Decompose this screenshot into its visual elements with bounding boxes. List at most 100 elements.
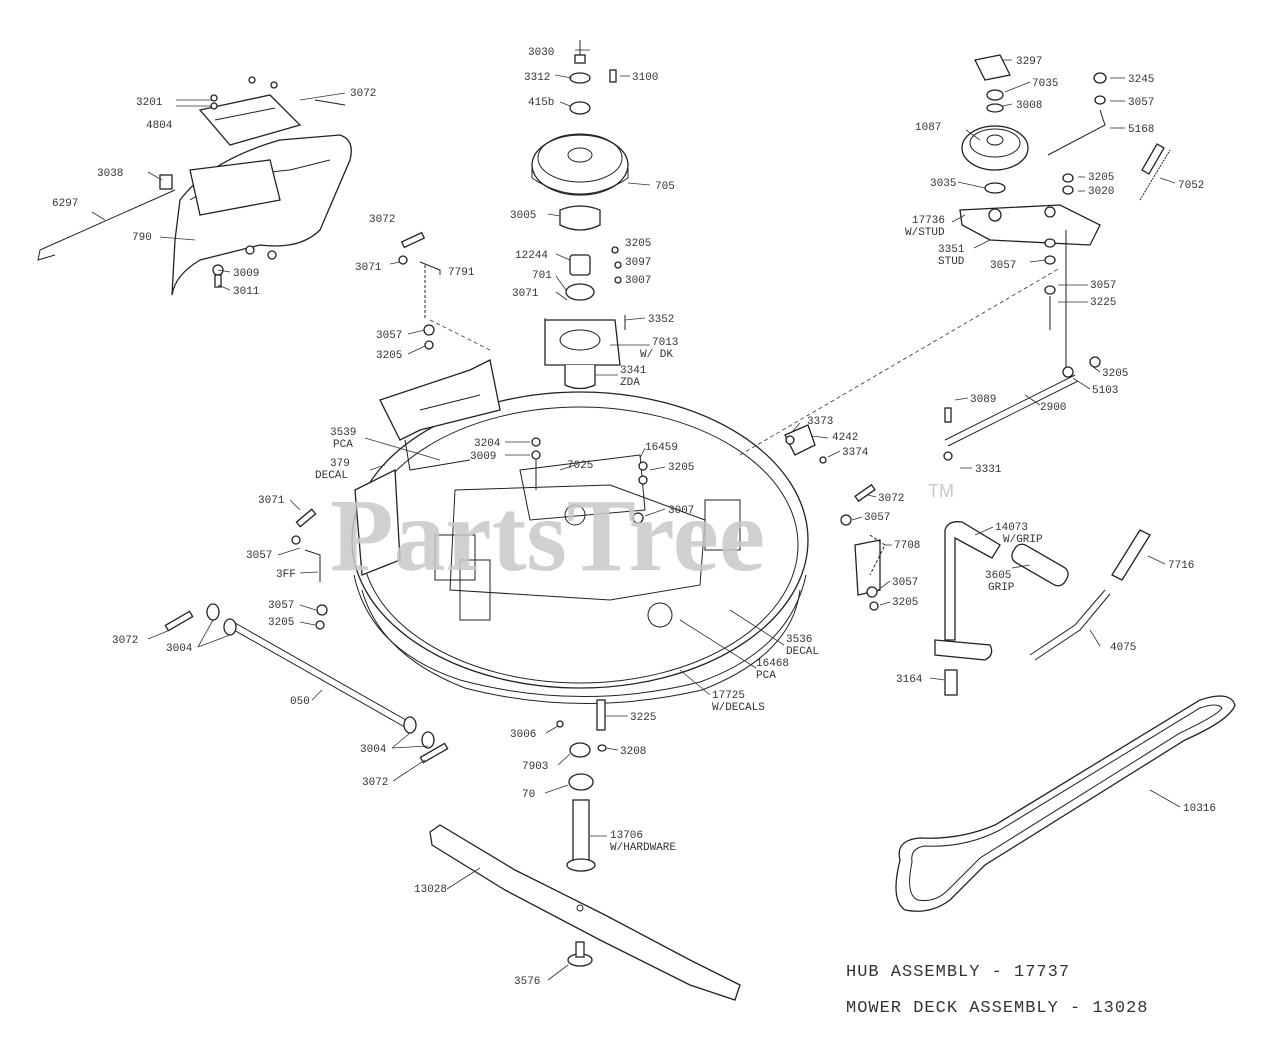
part-label: 705 (655, 181, 675, 193)
part-label: 3205 (1088, 172, 1114, 184)
part-label: 3057 (376, 330, 402, 342)
part-label: 1087 (915, 122, 941, 134)
part-label: 050 (290, 696, 310, 708)
part-label: 5168 (1128, 124, 1154, 136)
part-label: 3071 (355, 262, 382, 274)
part-label: 3100 (632, 72, 658, 84)
part-label: 4075 (1110, 642, 1136, 654)
part-label: 3205 (668, 462, 694, 474)
part-label: 3007 (625, 275, 651, 287)
part-label: 3205 (376, 350, 402, 362)
leader-lines (91, 49, 1181, 981)
part-label: 7903 (522, 761, 548, 773)
watermark-trademark: TM (928, 481, 954, 501)
part-label: 3057 (864, 512, 890, 524)
part-label: 3006 (510, 729, 536, 741)
part-label: 790 (132, 232, 152, 244)
part-label: 7716 (1168, 560, 1194, 572)
part-label: 3057 (1090, 280, 1116, 292)
part-label: 3035 (930, 178, 956, 190)
part-label: 3072 (112, 635, 138, 647)
part-label: 3225 (630, 712, 656, 724)
part-label: 3352 (648, 314, 674, 326)
belt-guard-assembly (37, 76, 352, 296)
part-label: 7025 (567, 460, 593, 472)
part-label: 3057 (990, 260, 1016, 272)
part-label: 12244 (515, 250, 548, 262)
part-label: 3071 (258, 495, 285, 507)
part-label: 3205 (625, 238, 651, 250)
part-label: 3331 (975, 464, 1002, 476)
part-label: 3245 (1128, 74, 1154, 86)
part-label: W/STUD (905, 227, 945, 239)
part-label: W/HARDWARE (610, 842, 676, 854)
drive-belt (895, 695, 1236, 912)
part-label: 10316 (1183, 803, 1216, 815)
hub-assembly-caption: HUB ASSEMBLY - 17737 (846, 963, 1070, 982)
watermark-text: PartsTree (330, 478, 765, 593)
part-label: GRIP (988, 582, 1015, 594)
part-label: 3057 (246, 550, 272, 562)
part-label: 3072 (362, 777, 388, 789)
blade-spindle (429, 699, 741, 1001)
part-label: 7708 (894, 540, 920, 552)
part-label: 3201 (136, 97, 163, 109)
part-label: 3351 (938, 244, 965, 256)
part-label: PCA (756, 670, 776, 682)
part-label: 3374 (842, 447, 869, 459)
part-label: 415b (528, 97, 554, 109)
part-label: 3072 (369, 214, 395, 226)
part-label: 7791 (448, 267, 475, 279)
part-label: 3057 (268, 600, 294, 612)
spindle-stack (531, 40, 629, 390)
part-label: W/GRIP (1003, 534, 1043, 546)
part-label: ZDA (620, 377, 640, 389)
part-label: 3005 (510, 210, 536, 222)
part-label: 3312 (524, 72, 550, 84)
part-label: 3057 (1128, 97, 1154, 109)
part-label: 5103 (1092, 385, 1118, 397)
part-label: STUD (938, 256, 965, 268)
part-label: 3011 (233, 286, 260, 298)
part-label: DECAL (315, 470, 348, 482)
part-label: 7013 (652, 337, 678, 349)
part-label: 2900 (1040, 402, 1066, 414)
part-label: 14073 (995, 522, 1028, 534)
part-label: 3020 (1088, 186, 1114, 198)
part-label: 3297 (1016, 56, 1042, 68)
part-label: 70 (522, 789, 535, 801)
part-label: 3072 (350, 88, 376, 100)
part-label: 3164 (896, 674, 923, 686)
part-label: 3208 (620, 746, 646, 758)
part-label: 3038 (97, 168, 123, 180)
part-labels: 3030 3312 3100 415b 705 3005 12244 3205 … (52, 47, 1216, 988)
part-label: 4242 (832, 432, 858, 444)
part-label: 3057 (892, 577, 918, 589)
part-label: 701 (532, 270, 552, 282)
part-label: 3004 (360, 744, 387, 756)
idler-assembly (959, 54, 1171, 370)
watermark: PartsTree TM (330, 478, 954, 593)
part-label: 3225 (1090, 297, 1116, 309)
part-label: 17736 (912, 215, 945, 227)
part-label: PCA (333, 439, 353, 451)
part-label: 3089 (970, 394, 996, 406)
part-label: 3071 (512, 288, 539, 300)
part-label: 3205 (1102, 368, 1128, 380)
part-label: W/ DK (640, 349, 673, 361)
part-label: 7052 (1178, 180, 1204, 192)
part-label: 16459 (645, 442, 678, 454)
part-label: 17725 (712, 690, 745, 702)
side-rod (164, 231, 886, 764)
part-label: 3004 (166, 643, 193, 655)
part-label: 3204 (474, 438, 501, 450)
part-label: 3536 (786, 634, 812, 646)
part-label: 3576 (514, 976, 540, 988)
part-label: 3605 (985, 570, 1011, 582)
part-label: 13028 (414, 884, 447, 896)
part-label: 3539 (330, 427, 356, 439)
part-label: 3007 (668, 505, 694, 517)
part-label: 3FF (276, 569, 296, 581)
control-rod (784, 356, 1101, 464)
